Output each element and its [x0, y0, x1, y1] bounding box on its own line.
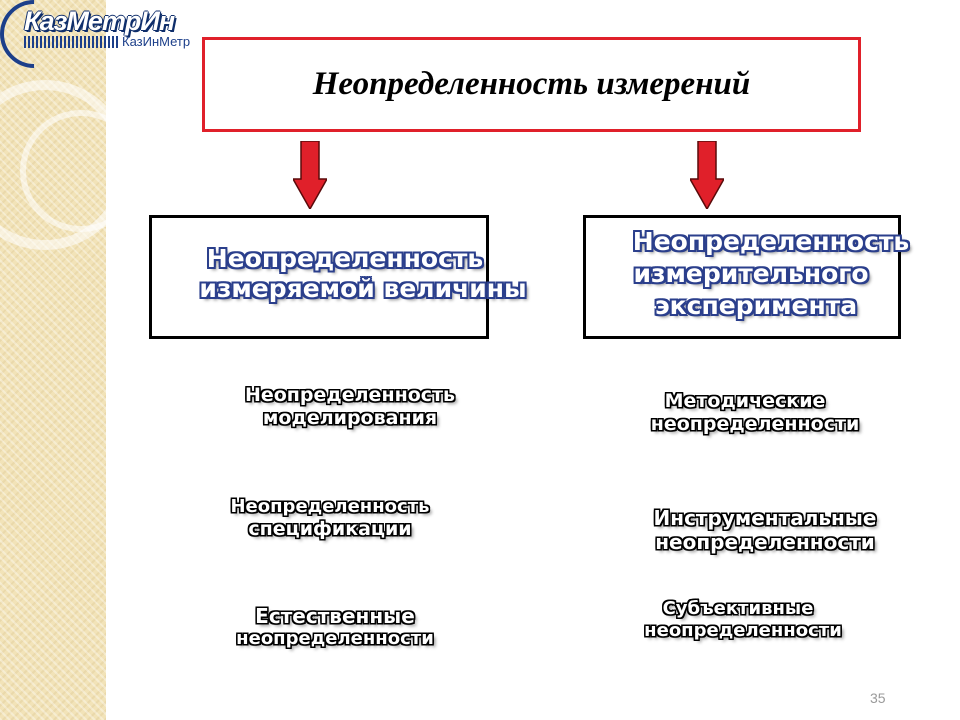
left-item-specification: Неопределенность спецификации: [180, 496, 480, 541]
left-item-modeling: Неопределенность моделирования: [195, 384, 505, 430]
left-item-line: моделирования: [262, 407, 438, 430]
left-item-line: Естественные: [255, 604, 415, 628]
decorative-ring: [0, 80, 106, 250]
page-title: Неопределенность измерений: [312, 66, 751, 102]
right-item-methodical: Методические неопределенности: [600, 390, 910, 436]
decorative-side-strip: [0, 0, 106, 720]
decorative-ring: [20, 110, 106, 232]
company-logo: КазМетрИн КазИнМетр: [0, 0, 230, 83]
title-box: Неопределенность измерений: [202, 37, 861, 132]
right-category-line2: измерительного: [633, 259, 869, 288]
right-category-line1: Неопределенность: [632, 227, 910, 256]
arrow-down-icon: [690, 141, 724, 209]
right-item-line: Субъективные: [662, 598, 814, 619]
arrow-down-icon: [293, 141, 327, 209]
left-item-natural: Естественные неопределенности: [195, 604, 475, 650]
right-item-subjective: Субъективные неопределенности: [598, 598, 888, 642]
left-item-line: спецификации: [248, 517, 412, 540]
left-item-line: неопределенности: [236, 628, 434, 650]
right-item-line: неопределенности: [650, 413, 860, 436]
right-category-line3: эксперимента: [654, 291, 858, 320]
left-category-line2: измеряемой величины: [199, 274, 527, 303]
logo-main-text: КазМетрИн: [24, 6, 175, 36]
left-category-label: Неопределенность измеряемой величины: [150, 244, 590, 304]
left-category-box: [149, 215, 489, 339]
right-item-line: Методические: [664, 390, 826, 412]
left-category-line1: Неопределенность: [206, 244, 484, 273]
right-item-line: неопределенности: [655, 530, 875, 555]
right-item-instrumental: Инструментальные неопределенности: [605, 506, 925, 555]
logo-barcode-icon: [24, 36, 120, 48]
left-item-line: Неопределенность: [230, 496, 430, 517]
right-item-line: неопределенности: [644, 619, 842, 641]
logo-sub-text: КазИнМетр: [122, 34, 191, 49]
page-number: 35: [870, 690, 886, 706]
left-item-line: Неопределенность: [244, 384, 456, 406]
right-category-label: Неопределенность измерительного эксперим…: [590, 226, 952, 322]
right-item-line: Инструментальные: [653, 506, 877, 530]
right-category-box: [583, 215, 901, 339]
